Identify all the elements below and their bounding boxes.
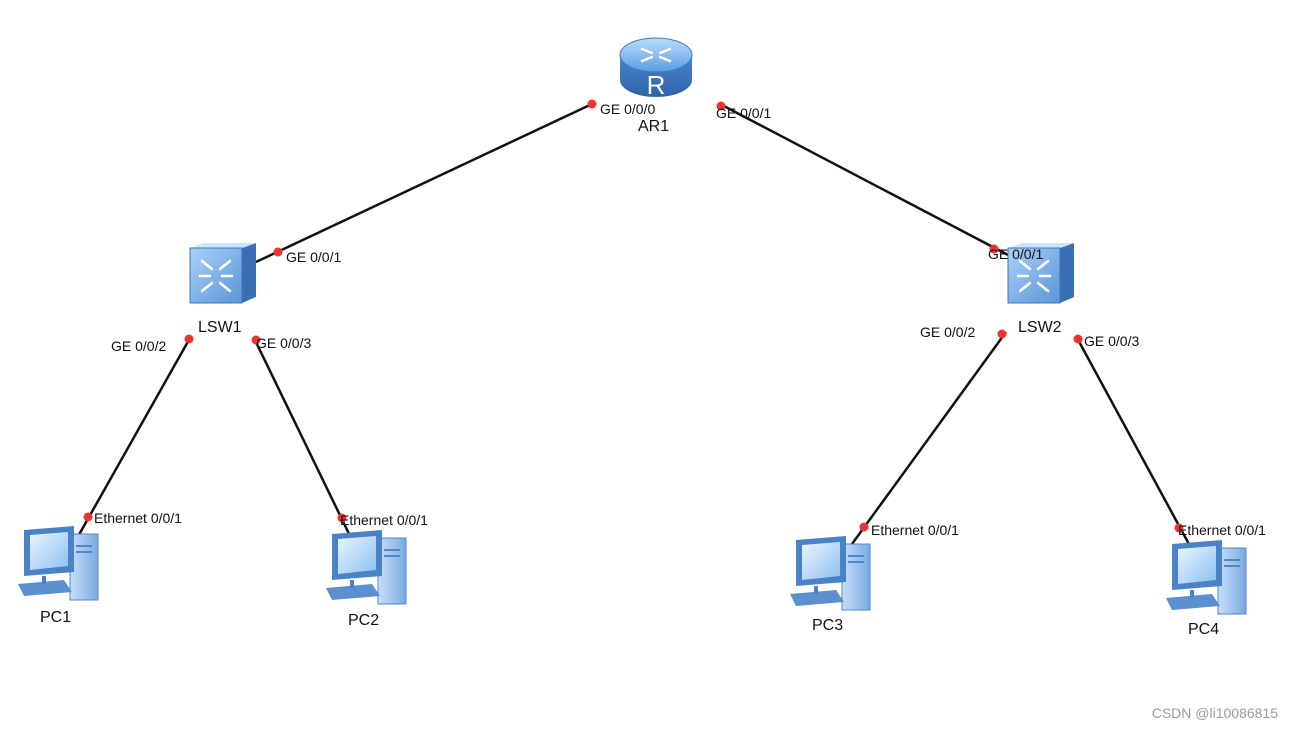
link-ar1-lsw1[interactable] (255, 102, 593, 264)
router-icon: R (619, 37, 693, 100)
switch-icon (1007, 243, 1074, 304)
link-lsw1-pc2[interactable] (252, 337, 354, 541)
switch-icon (189, 243, 256, 304)
device-lsw2[interactable] (1007, 243, 1074, 304)
link-lsw1-pc1[interactable] (74, 337, 192, 541)
port-label-lsw1-ge001: GE 0/0/1 (286, 249, 341, 265)
pc-icon (1166, 540, 1247, 615)
port-label-pc4-eth: Ethernet 0/0/1 (1178, 522, 1266, 538)
port-dot-lsw1-ge001[interactable] (273, 247, 283, 257)
port-dot-ar1-ge000[interactable] (587, 99, 597, 109)
watermark: CSDN @li10086815 (1151, 705, 1278, 721)
port-dot-ar1-ge001[interactable] (716, 101, 726, 111)
port-label-pc2-eth: Ethernet 0/0/1 (340, 512, 428, 528)
port-label-lsw2-ge001: GE 0/0/1 (988, 246, 1043, 262)
device-ar1[interactable]: R (619, 37, 693, 100)
port-dot-pc3-eth[interactable] (859, 522, 869, 532)
device-label-pc3: PC3 (812, 617, 843, 634)
link-lsw2-pc3[interactable] (850, 331, 1008, 545)
port-label-lsw2-ge003: GE 0/0/3 (1084, 333, 1139, 349)
port-label-pc1-eth: Ethernet 0/0/1 (94, 510, 182, 526)
port-dot-lsw2-ge002[interactable] (997, 329, 1007, 339)
port-dot-lsw2-ge003[interactable] (1073, 334, 1083, 344)
port-label-pc3-eth: Ethernet 0/0/1 (871, 522, 959, 538)
link-lsw2-pc4[interactable] (1074, 335, 1192, 547)
port-label-lsw2-ge002: GE 0/0/2 (920, 324, 975, 340)
port-dot-pc4-eth[interactable] (1174, 523, 1184, 533)
device-pc1[interactable] (18, 526, 99, 601)
port-label-lsw1-ge002: GE 0/0/2 (111, 338, 166, 354)
svg-text:R: R (647, 70, 666, 100)
device-pc3[interactable] (790, 536, 871, 611)
device-label-lsw2: LSW2 (1018, 319, 1062, 336)
port-dot-pc2-eth[interactable] (337, 513, 347, 523)
pc-icon (790, 536, 871, 611)
device-pc2[interactable] (326, 530, 407, 605)
device-pc4[interactable] (1166, 540, 1247, 615)
port-dot-lsw2-ge001[interactable] (989, 244, 999, 254)
port-dot-lsw1-ge002[interactable] (184, 334, 194, 344)
link-ar1-lsw2[interactable] (719, 102, 1011, 258)
device-label-pc2: PC2 (348, 612, 379, 629)
pc-icon (326, 530, 407, 605)
port-label-ar1-ge000: GE 0/0/0 (600, 101, 655, 117)
port-dot-lsw1-ge003[interactable] (251, 335, 261, 345)
device-label-pc1: PC1 (40, 609, 71, 626)
device-label-ar1: AR1 (638, 118, 669, 135)
links (74, 102, 1192, 547)
port-label-ar1-ge001: GE 0/0/1 (716, 105, 771, 121)
port-dot-pc1-eth[interactable] (83, 512, 93, 522)
pc-icon (18, 526, 99, 601)
port-dots (83, 99, 1184, 533)
device-lsw1[interactable] (189, 243, 256, 304)
port-label-lsw1-ge003: GE 0/0/3 (256, 335, 311, 351)
device-label-pc4: PC4 (1188, 621, 1219, 638)
port-labels: GE 0/0/0 GE 0/0/1 GE 0/0/1 GE 0/0/2 GE 0… (94, 101, 1266, 538)
device-label-lsw1: LSW1 (198, 319, 242, 336)
